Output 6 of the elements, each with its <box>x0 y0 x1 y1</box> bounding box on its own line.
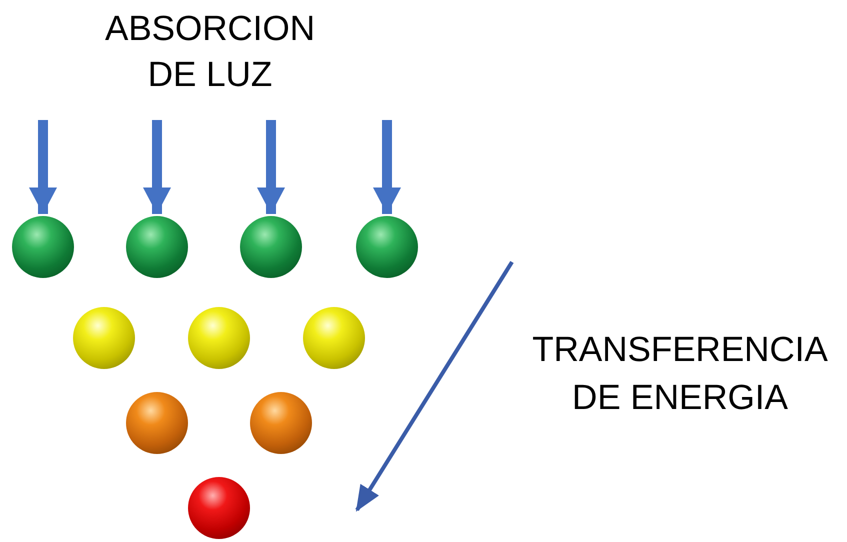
light-arrow <box>29 120 57 214</box>
light-arrow <box>257 120 285 214</box>
light-arrow <box>373 120 401 214</box>
light-arrow <box>143 120 171 214</box>
process-label: TRANSFERENCIA DE ENERGIA <box>531 329 829 419</box>
title: ABSORCION DE LUZ <box>104 8 316 96</box>
